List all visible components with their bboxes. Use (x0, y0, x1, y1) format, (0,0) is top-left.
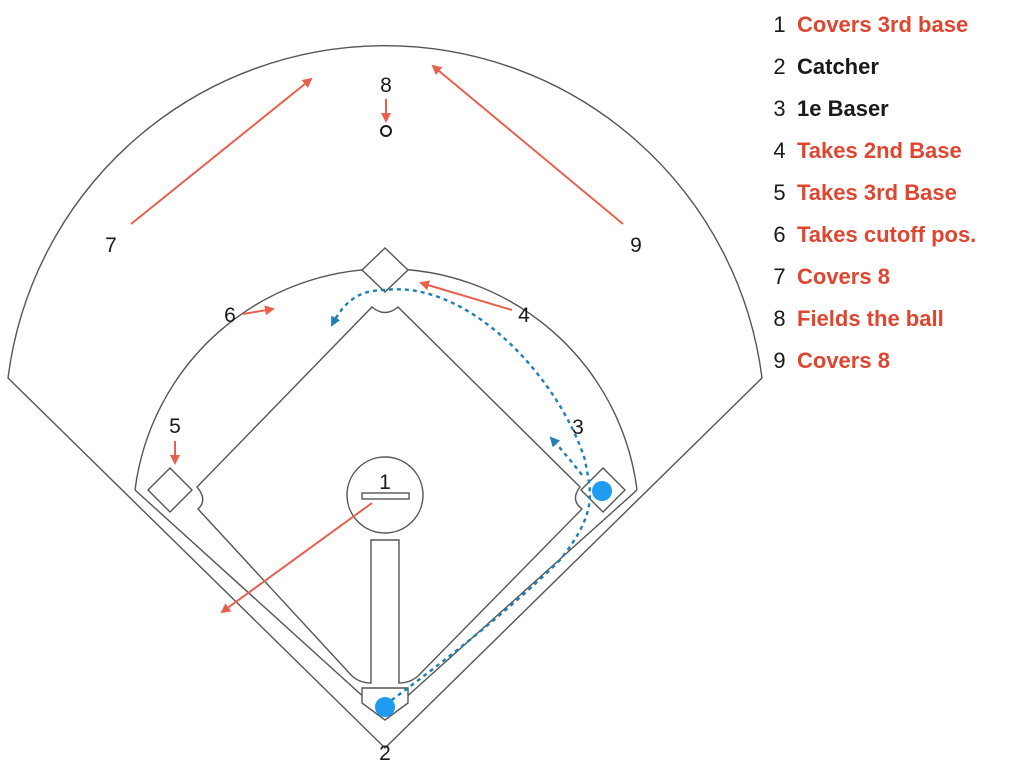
legend-number: 5 (773, 180, 786, 205)
legend-number: 1 (773, 12, 786, 37)
legend-text: Takes 3rd Base (797, 180, 957, 205)
arrow-player-9 (431, 64, 624, 225)
left-foul-line (134, 489, 368, 701)
legend-number: 7 (773, 264, 786, 289)
legend-text: Fields the ball (797, 306, 944, 331)
position-label-5: 5 (169, 415, 181, 438)
legend-number: 3 (773, 96, 786, 121)
legend-row: 7 Covers 8 (762, 261, 1024, 303)
legend-text: Takes 2nd Base (797, 138, 962, 163)
arrow-player-6 (242, 305, 275, 316)
player-marker-home (375, 697, 395, 717)
pitchers-mound (346, 456, 424, 534)
legend-row: 1 Covers 3rd base (762, 9, 1024, 51)
outfield-boundary (7, 44, 763, 749)
legend-number: 8 (773, 306, 786, 331)
legend-text: Covers 3rd base (797, 12, 969, 37)
position-label-2: 2 (379, 742, 391, 765)
legend-row: 4 Takes 2nd Base (762, 135, 1024, 177)
dashed-arrow-first-up (549, 436, 583, 476)
position-label-6: 6 (224, 304, 236, 327)
position-label-9: 9 (630, 234, 642, 257)
player-marker-first-base (592, 481, 612, 501)
legend-text: 1e Baser (797, 96, 889, 121)
legend-number: 9 (773, 348, 786, 373)
legend-row: 6 Takes cutoff pos. (762, 219, 1024, 261)
position-label-1: 1 (379, 471, 391, 494)
pitchers-rubber (361, 492, 410, 500)
position-label-3: 3 (572, 416, 584, 439)
legend-text: Takes cutoff pos. (797, 222, 977, 247)
legend: 1 Covers 3rd base 2 Catcher 3 1e Baser 4… (762, 9, 1024, 387)
position-label-8: 8 (380, 74, 392, 97)
legend-row: 2 Catcher (762, 51, 1024, 93)
position-label-7: 7 (105, 234, 117, 257)
infield-diamond (196, 306, 584, 684)
legend-text: Covers 8 (797, 348, 890, 373)
arrow-player-7 (130, 77, 313, 225)
third-base (147, 467, 193, 513)
legend-row: 3 1e Baser (762, 93, 1024, 135)
legend-row: 8 Fields the ball (762, 303, 1024, 345)
dashed-path-second-left (330, 288, 386, 327)
legend-text: Catcher (797, 54, 879, 79)
arrow-player-4 (419, 280, 513, 311)
arrow-player-1 (220, 502, 373, 614)
right-foul-line (402, 489, 638, 701)
legend-number: 6 (773, 222, 786, 247)
legend-number: 2 (773, 54, 786, 79)
legend-text: Covers 8 (797, 264, 890, 289)
legend-number: 4 (773, 138, 786, 163)
legend-row: 5 Takes 3rd Base (762, 177, 1024, 219)
dashed-path-home-to-first-to-second (384, 288, 591, 706)
second-base (360, 247, 410, 293)
position-label-4: 4 (518, 304, 530, 327)
legend-row: 9 Covers 8 (762, 345, 1024, 387)
ball-marker (380, 125, 392, 137)
